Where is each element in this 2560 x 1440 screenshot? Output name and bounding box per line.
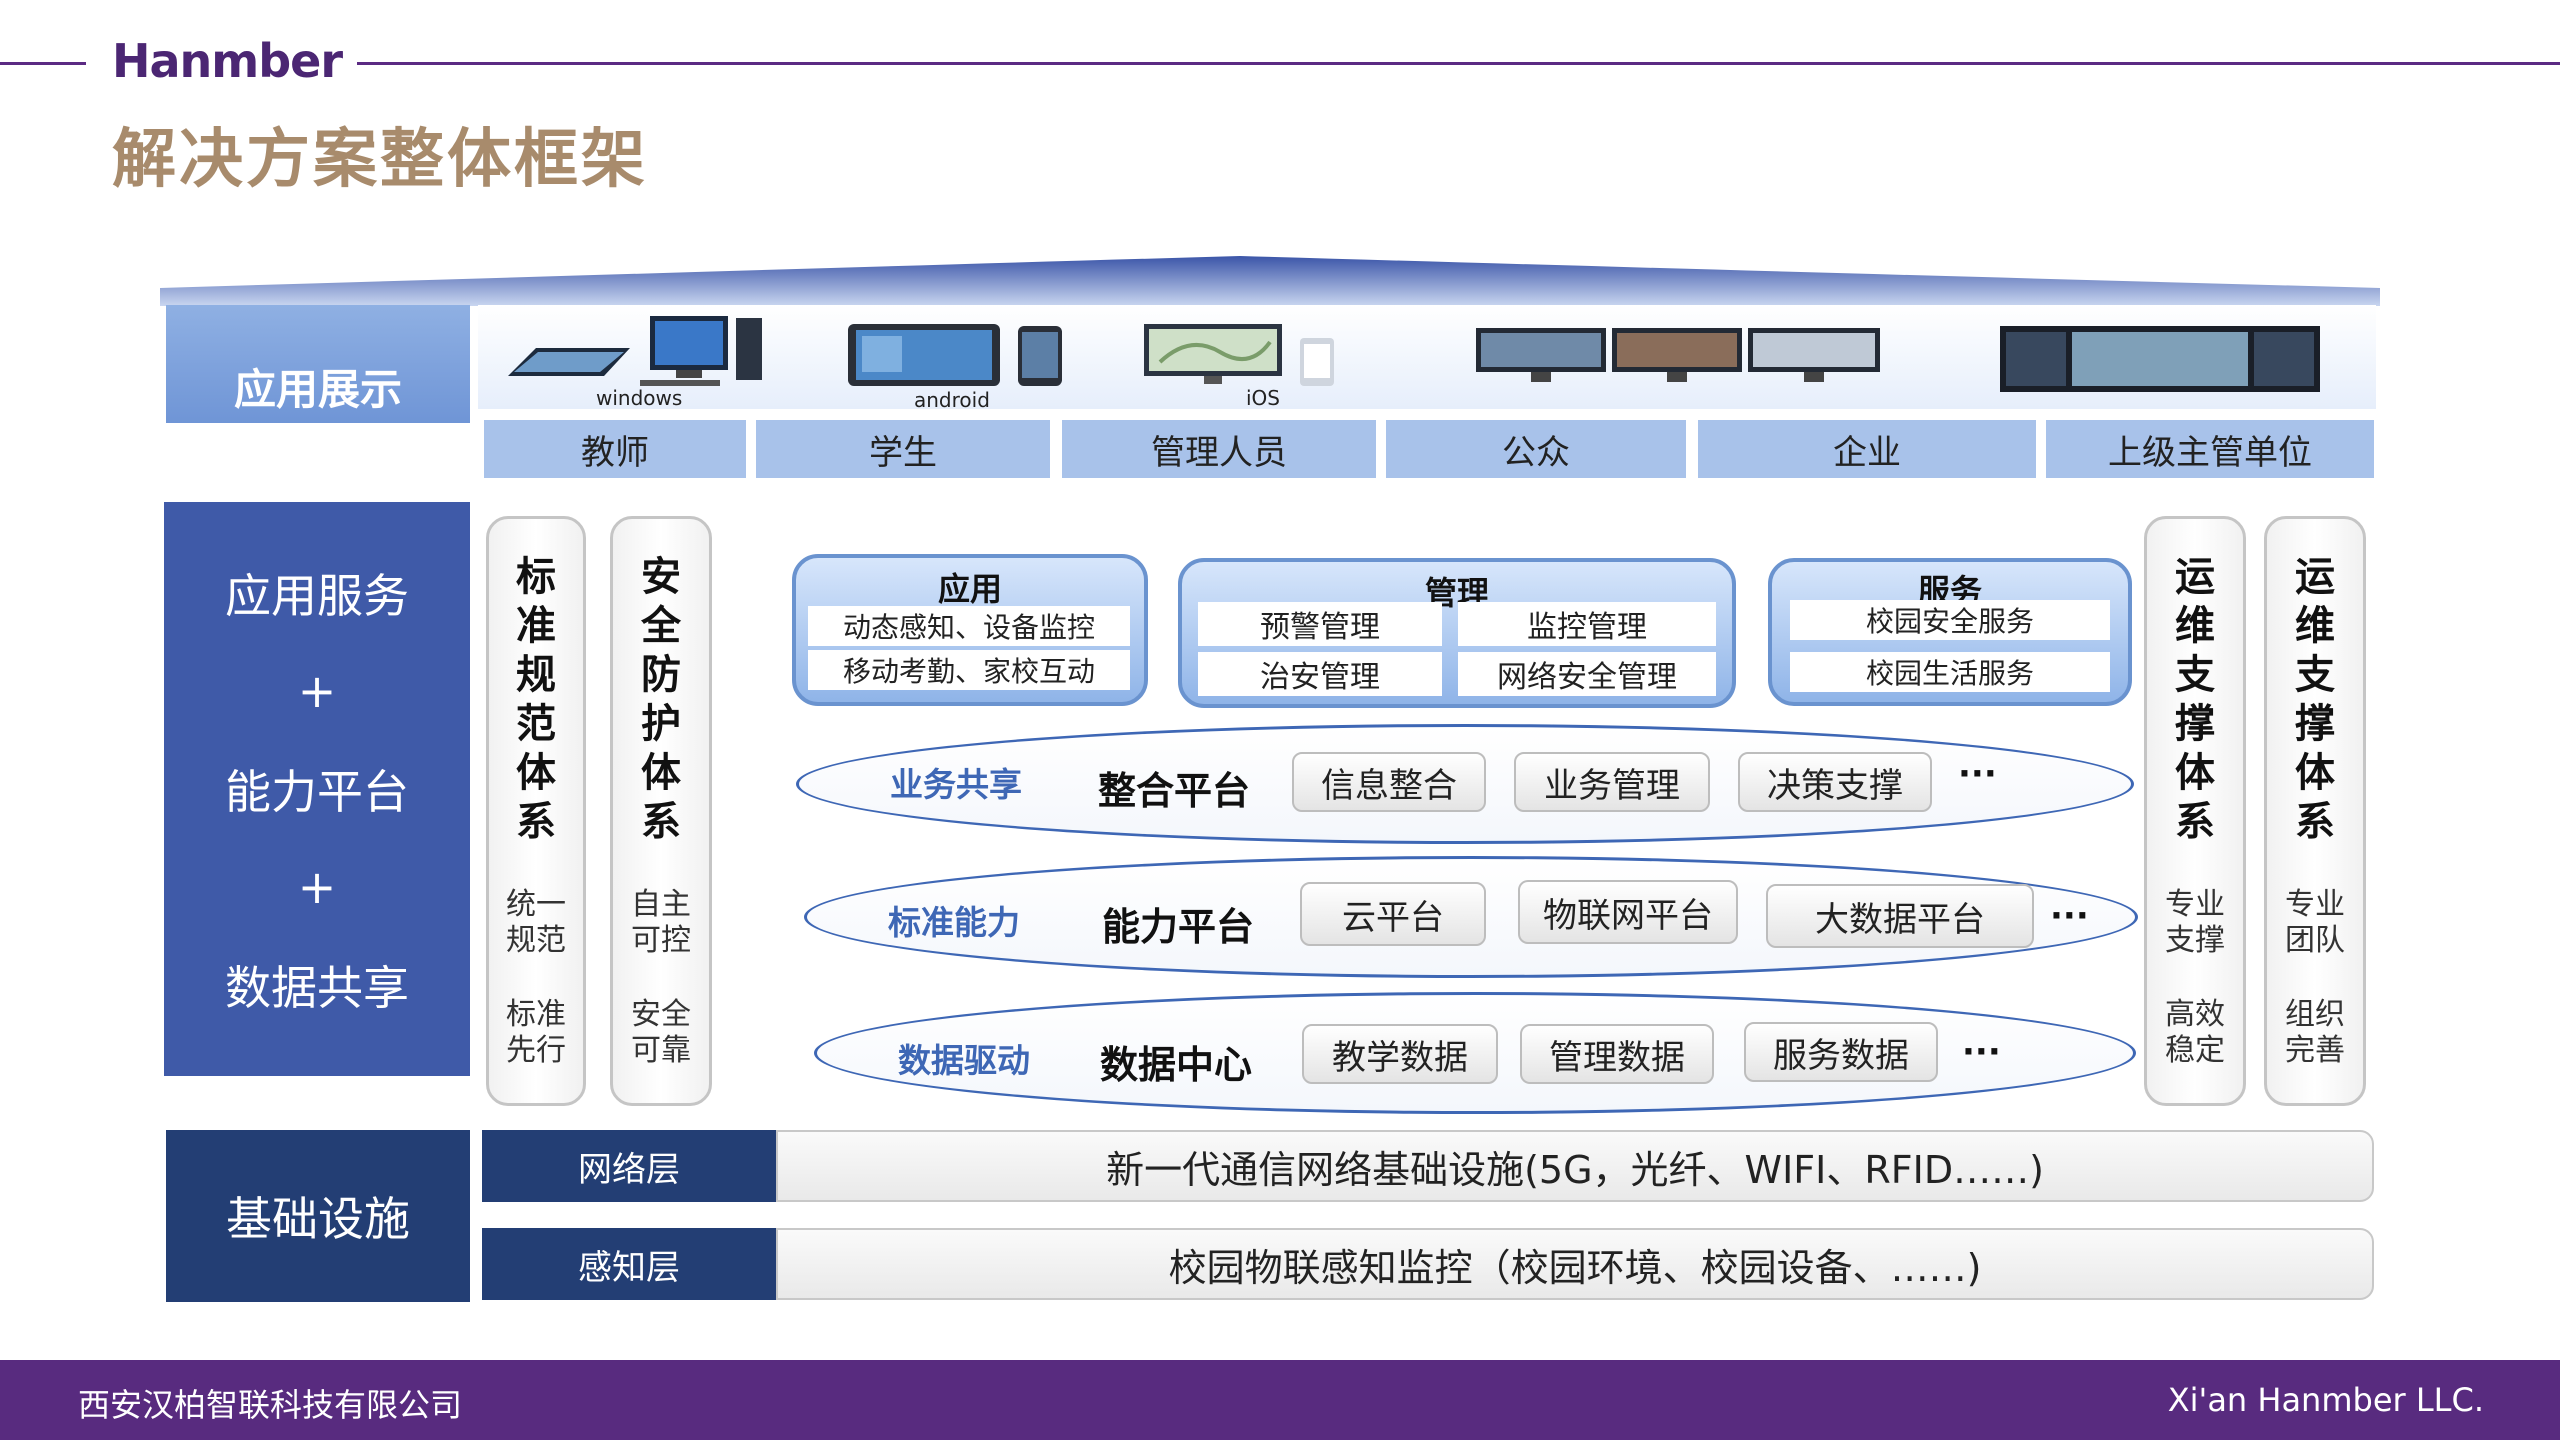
monitor-phone-icon — [1144, 324, 1334, 386]
pill-management-data: 管理数据 — [1520, 1024, 1714, 1084]
card-ops-support-title: 运 维 支 撑 体 系 — [2175, 554, 2215, 845]
module-management-item-monitoring: 监控管理 — [1458, 602, 1716, 646]
infra-tag-perception-layer: 感知层 — [482, 1228, 776, 1300]
device-label-android: android — [914, 388, 990, 412]
role-superior-unit: 上级主管单位 — [2046, 420, 2374, 478]
label-capability-platform: 能力平台 — [225, 765, 409, 819]
infra-bar-network: 新一代通信网络基础设施(5G，光纤、WIFI、RFID……) — [776, 1130, 2374, 1202]
pill-business-management: 业务管理 — [1514, 752, 1710, 812]
pill-cloud-platform: 云平台 — [1300, 882, 1486, 946]
module-service-item-2: 校园生活服务 — [1790, 652, 2110, 692]
layer-data-driven-title: 数据中心 — [1100, 1043, 1253, 1087]
card-security-sub1: 自主 可控 — [631, 887, 691, 958]
role-teacher: 教师 — [484, 420, 746, 478]
desktop-pc-icon — [508, 316, 762, 386]
header-rule-right — [357, 62, 2560, 65]
module-management-item-network: 网络安全管理 — [1458, 652, 1716, 696]
module-management-item-warning: 预警管理 — [1198, 602, 1442, 646]
card-ops-team-system: 运 维 支 撑 体 系 专业 团队 组织 完善 — [2264, 516, 2366, 1106]
card-ops-team-title: 运 维 支 撑 体 系 — [2295, 554, 2335, 845]
pill-big-data-platform: 大数据平台 — [1766, 884, 2034, 948]
label-app-service: 应用服务 — [225, 569, 409, 623]
role-student: 学生 — [756, 420, 1050, 478]
infra-tag-network-layer: 网络层 — [482, 1130, 776, 1202]
card-security-sub2: 安全 可靠 — [631, 997, 691, 1068]
pill-decision-support: 决策支撑 — [1738, 752, 1932, 812]
card-ops-support-system: 运 维 支 撑 体 系 专业 支撑 高效 稳定 — [2144, 516, 2246, 1106]
footer-company-english: Xi'an Hanmber LLC. — [2167, 1381, 2484, 1419]
card-standard-sub2: 标准 先行 — [506, 997, 566, 1068]
module-management-item-security: 治安管理 — [1198, 652, 1442, 696]
infra-bar-perception: 校园物联感知监控（校园环境、校园设备、……) — [776, 1228, 2374, 1300]
pill-service-data: 服务数据 — [1744, 1022, 1938, 1082]
role-administrator: 管理人员 — [1062, 420, 1376, 478]
header-rule-left — [0, 62, 86, 65]
card-ops-team-sub2: 组织 完善 — [2285, 997, 2345, 1068]
layer-standard-capability-title: 能力平台 — [1102, 905, 1255, 949]
layer-business-sharing-more: ··· — [1958, 754, 1997, 794]
card-security-title: 安 全 防 护 体 系 — [641, 554, 681, 845]
card-ops-team-sub1: 专业 团队 — [2285, 887, 2345, 958]
page-title: 解决方案整体框架 — [112, 123, 648, 197]
layer-business-sharing-title: 整合平台 — [1098, 769, 1251, 813]
multi-monitor-icon — [1476, 328, 1880, 382]
layer-standard-capability-more: ··· — [2050, 896, 2089, 936]
panel-app-service: 应用服务 + 能力平台 + 数据共享 — [164, 502, 470, 1076]
label-data-sharing: 数据共享 — [225, 961, 409, 1015]
layer-standard-capability-label: 标准能力 — [888, 903, 1020, 942]
device-label-ios: iOS — [1246, 386, 1280, 410]
role-public: 公众 — [1386, 420, 1686, 478]
card-standard-system: 标 准 规 范 体 系 统一 规范 标准 先行 — [486, 516, 586, 1106]
panel-app-display: 应用展示 — [166, 305, 470, 423]
module-application-item-1: 动态感知、设备监控 — [808, 606, 1130, 646]
pill-iot-platform: 物联网平台 — [1518, 880, 1738, 944]
video-wall-icon — [2000, 326, 2320, 392]
pill-teaching-data: 教学数据 — [1302, 1024, 1498, 1084]
card-standard-sub1: 统一 规范 — [506, 887, 566, 958]
brand-logo: Hanmber — [112, 34, 343, 88]
layer-data-driven-more: ··· — [1962, 1032, 2001, 1072]
label-plus-1: + — [297, 664, 337, 718]
card-standard-title: 标 准 规 范 体 系 — [516, 554, 556, 845]
role-enterprise: 企业 — [1698, 420, 2036, 478]
panel-infrastructure: 基础设施 — [166, 1130, 470, 1302]
module-application-item-2: 移动考勤、家校互动 — [808, 650, 1130, 690]
layer-business-sharing-label: 业务共享 — [890, 765, 1022, 804]
module-application-title: 应用 — [937, 570, 1002, 608]
footer-company-name: 西安汉柏智联科技有限公司 — [78, 1386, 463, 1424]
layer-data-driven-label: 数据驱动 — [898, 1041, 1030, 1080]
module-service-item-1: 校园安全服务 — [1790, 600, 2110, 640]
card-security-system: 安 全 防 护 体 系 自主 可控 安全 可靠 — [610, 516, 712, 1106]
card-ops-support-sub1: 专业 支撑 — [2165, 887, 2225, 958]
dome-decoration — [160, 256, 2380, 306]
card-ops-support-sub2: 高效 稳定 — [2165, 997, 2225, 1068]
label-plus-2: + — [297, 860, 337, 914]
device-label-windows: windows — [596, 386, 683, 410]
tablet-phone-icon — [848, 324, 1062, 386]
pill-info-integration: 信息整合 — [1292, 752, 1486, 812]
footer-bar — [0, 1360, 2560, 1440]
